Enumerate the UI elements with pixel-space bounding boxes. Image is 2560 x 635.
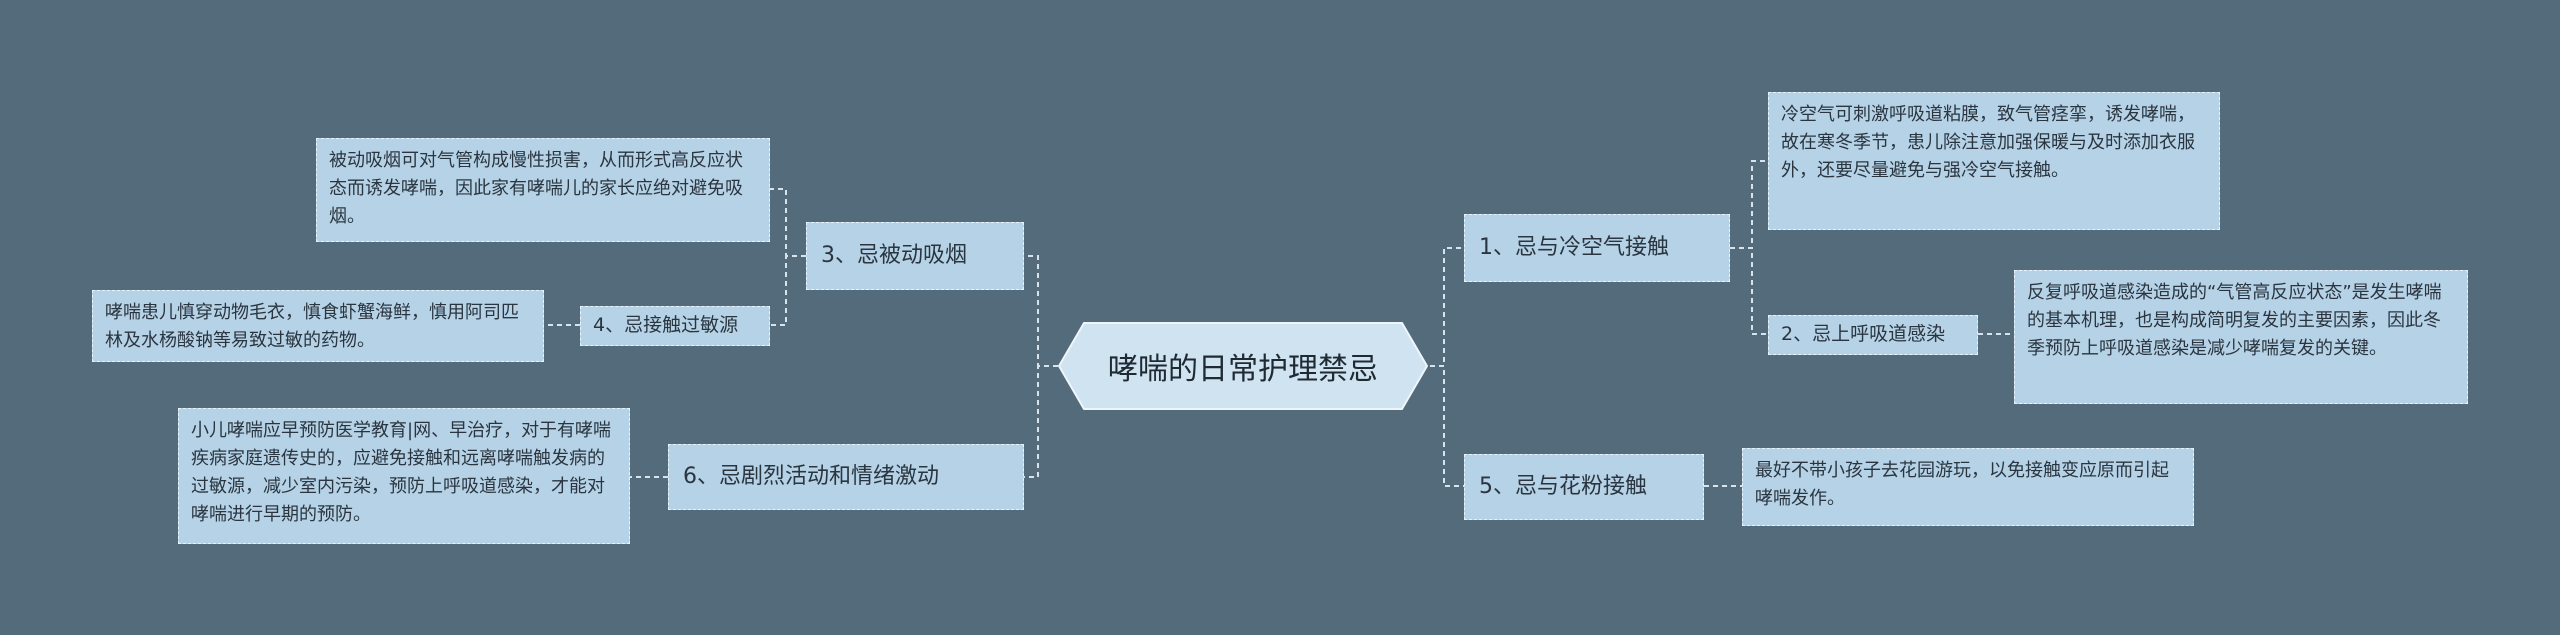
link-root-smoke — [1024, 255, 1058, 367]
link-cold-sub — [1730, 247, 1768, 335]
branch-cold-air-label: 1、忌与冷空气接触 — [1479, 235, 1669, 261]
leaf-pollen-text: 最好不带小孩子去花园游玩，以免接触变应原而引起哮喘发作。 — [1755, 460, 2169, 509]
branch-passive-smoking-label: 3、忌被动吸烟 — [821, 243, 967, 269]
link-cold-leaf — [1730, 160, 1768, 249]
leaf-pollen[interactable]: 最好不带小孩子去花园游玩，以免接触变应原而引起哮喘发作。 — [1742, 448, 2194, 526]
leaf-upper-respiratory-text: 反复呼吸道感染造成的“气管高反应状态”是发生哮喘的基本机理，也是构成简明复发的主… — [2027, 282, 2442, 359]
branch-pollen-label: 5、忌与花粉接触 — [1479, 474, 1647, 500]
leaf-allergen[interactable]: 哮喘患儿慎穿动物毛衣，慎食虾蟹海鲜，慎用阿司匹林及水杨酸钠等易致过敏的药物。 — [92, 290, 544, 362]
link-smoke-leaf — [770, 188, 806, 257]
leaf-allergen-text: 哮喘患儿慎穿动物毛衣，慎食虾蟹海鲜，慎用阿司匹林及水杨酸钠等易致过敏的药物。 — [105, 302, 519, 351]
sub-allergen[interactable]: 4、忌接触过敏源 — [580, 306, 770, 346]
leaf-upper-respiratory[interactable]: 反复呼吸道感染造成的“气管高反应状态”是发生哮喘的基本机理，也是构成简明复发的主… — [2014, 270, 2468, 404]
leaf-cold-air[interactable]: 冷空气可刺激呼吸道粘膜，致气管痉挛，诱发哮喘，故在寒冬季节，患儿除注意加强保暖与… — [1768, 92, 2220, 230]
sub-upper-respiratory[interactable]: 2、忌上呼吸道感染 — [1768, 315, 1978, 355]
leaf-cold-air-text: 冷空气可刺激呼吸道粘膜，致气管痉挛，诱发哮喘，故在寒冬季节，患儿除注意加强保暖与… — [1781, 104, 2195, 181]
leaf-activity-emotion[interactable]: 小儿哮喘应早预防医学教育|网、早治疗，对于有哮喘疾病家庭遗传史的，应避免接触和远… — [178, 408, 630, 544]
link-root-pollen — [1430, 365, 1464, 487]
leaf-passive-smoking-text: 被动吸烟可对气管构成慢性损害，从而形式高反应状态而诱发哮喘，因此家有哮喘儿的家长… — [329, 150, 743, 227]
branch-passive-smoking[interactable]: 3、忌被动吸烟 — [806, 222, 1024, 290]
link-root-activity — [1024, 365, 1058, 478]
sub-upper-respiratory-label: 2、忌上呼吸道感染 — [1781, 323, 1946, 346]
branch-cold-air[interactable]: 1、忌与冷空气接触 — [1464, 214, 1730, 282]
root-title: 哮喘的日常护理禁忌 — [1108, 352, 1378, 387]
root-shape — [1058, 322, 1428, 410]
branch-activity-emotion[interactable]: 6、忌剧烈活动和情绪激动 — [668, 444, 1024, 510]
link-root-cold — [1430, 247, 1464, 367]
branch-activity-emotion-label: 6、忌剧烈活动和情绪激动 — [683, 464, 939, 490]
root-node[interactable]: 哮喘的日常护理禁忌 — [1058, 322, 1428, 410]
branch-pollen[interactable]: 5、忌与花粉接触 — [1464, 454, 1704, 520]
leaf-passive-smoking[interactable]: 被动吸烟可对气管构成慢性损害，从而形式高反应状态而诱发哮喘，因此家有哮喘儿的家长… — [316, 138, 770, 242]
link-smoke-sub — [770, 255, 806, 326]
sub-allergen-label: 4、忌接触过敏源 — [593, 314, 739, 337]
leaf-activity-emotion-text: 小儿哮喘应早预防医学教育|网、早治疗，对于有哮喘疾病家庭遗传史的，应避免接触和远… — [191, 420, 612, 525]
